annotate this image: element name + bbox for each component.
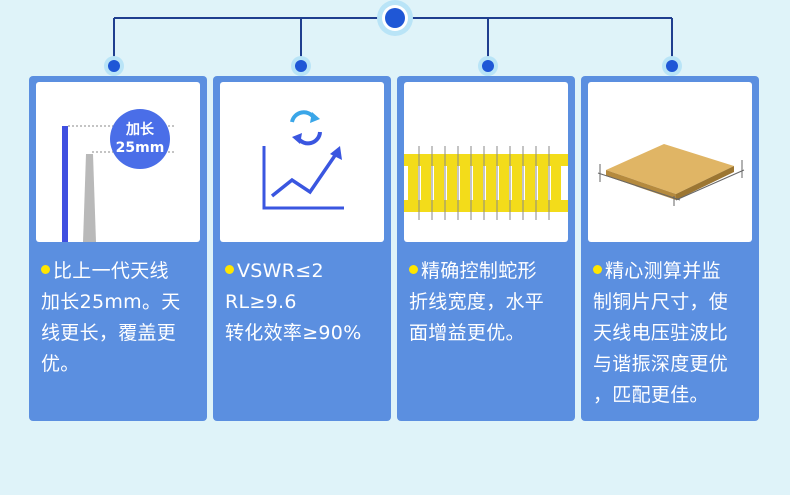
feature-card-copper-plate: 精心测算并监 制铜片尺寸，使 天线电压驻波比 与谐振深度更优 ，匹配更佳。 bbox=[581, 76, 759, 421]
branch-nodes bbox=[104, 56, 682, 76]
serpentine-trace-illustration bbox=[404, 82, 568, 242]
top-node bbox=[377, 0, 413, 36]
length-badge: 加长 25mm bbox=[110, 109, 170, 169]
feature-card-antenna-length: 加长 25mm 比上一代天线 加长25mm。天 线更长，覆盖更 优。 bbox=[29, 76, 207, 421]
bullet-icon bbox=[593, 265, 602, 274]
bullet-icon bbox=[225, 265, 234, 274]
bullet-icon bbox=[41, 265, 50, 274]
feature-description: 精心测算并监 制铜片尺寸，使 天线电压驻波比 与谐振深度更优 ，匹配更佳。 bbox=[593, 260, 729, 406]
antenna-extension-illustration: 加长 25mm bbox=[36, 82, 200, 242]
feature-card-serpentine-trace: 精确控制蛇形 折线宽度，水平 面增益更优。 bbox=[397, 76, 575, 421]
rising-chart-refresh-icon bbox=[220, 82, 384, 242]
connector-tree bbox=[104, 0, 682, 76]
feature-description: 精确控制蛇形 折线宽度，水平 面增益更优。 bbox=[409, 260, 545, 344]
feature-card-vswr: VSWR≤2 RL≥9.6 转化效率≥90% bbox=[213, 76, 391, 421]
bullet-icon bbox=[409, 265, 418, 274]
feature-description: 比上一代天线 加长25mm。天 线更长，覆盖更 优。 bbox=[41, 260, 181, 375]
feature-description: VSWR≤2 RL≥9.6 转化效率≥90% bbox=[225, 260, 362, 344]
copper-plate-illustration bbox=[588, 82, 752, 242]
